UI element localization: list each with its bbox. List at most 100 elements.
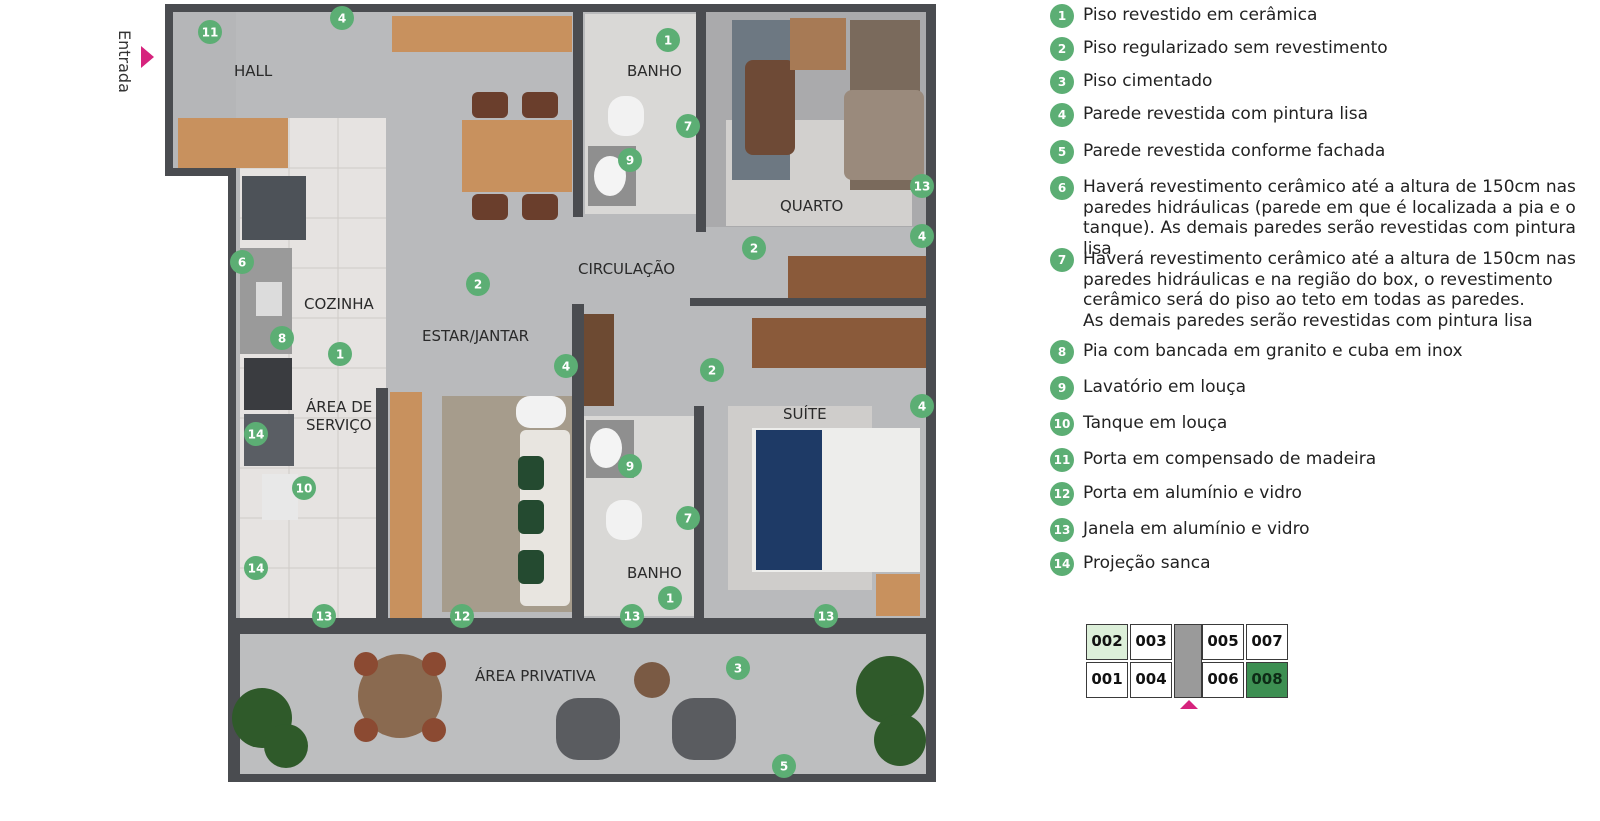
banho-1-wall-right: [696, 12, 706, 232]
quarto-desk: [790, 18, 846, 70]
room-label-circulacao: CIRCULAÇÃO: [578, 259, 675, 278]
svg-text:4: 4: [918, 230, 926, 244]
toilet-1: [608, 96, 644, 136]
legend-text: Haverá revestimento cerâmico até a altur…: [1083, 177, 1576, 259]
plan-marker: 13: [814, 604, 838, 628]
legend-number: 2: [1050, 37, 1074, 61]
svg-text:7: 7: [684, 512, 692, 526]
room-label-quarto: QUARTO: [780, 197, 843, 215]
dining-chairs: [472, 92, 558, 220]
plan-marker: 1: [328, 342, 352, 366]
svg-text:7: 7: [684, 120, 692, 134]
legend-number: 7: [1050, 248, 1074, 272]
legend-text: Piso cimentado: [1083, 71, 1213, 91]
svg-text:10: 10: [296, 482, 313, 496]
svg-text:9: 9: [626, 154, 634, 168]
svg-text:1: 1: [664, 34, 672, 48]
wardrobe-2: [752, 318, 926, 368]
legend-text: Janela em alumínio e vidro: [1083, 519, 1310, 539]
legend-number: 14: [1050, 552, 1074, 576]
room-label-estar-jantar: ESTAR/JANTAR: [422, 327, 529, 345]
key-plan-unit: 007: [1246, 624, 1288, 660]
outdoor-chairs: [354, 652, 446, 742]
plan-marker: 9: [618, 454, 642, 478]
banho-2-wall-left: [572, 304, 584, 632]
sofa-cushions: [518, 456, 544, 584]
key-plan-unit: 001: [1086, 662, 1128, 698]
room-label-area-servico-1: ÁREA DE: [306, 397, 372, 416]
cooktop: [244, 358, 292, 410]
svg-text:3: 3: [734, 662, 742, 676]
svg-text:2: 2: [474, 278, 482, 292]
plan-marker: 7: [676, 114, 700, 138]
plan-marker: 10: [292, 476, 316, 500]
legend-number: 1: [1050, 4, 1074, 28]
legend-text: Haverá revestimento cerâmico até a altur…: [1083, 249, 1576, 331]
privativa-divider-wall: [236, 618, 926, 632]
plants: [232, 656, 926, 768]
legend-number: 5: [1050, 140, 1074, 164]
legend-text: Piso regularizado sem revestimento: [1083, 38, 1388, 58]
legend-number: 12: [1050, 482, 1074, 506]
legend-text: Porta em compensado de madeira: [1083, 449, 1377, 469]
svg-text:1: 1: [336, 348, 344, 362]
legend-text: Piso revestido em cerâmica: [1083, 5, 1318, 25]
plan-marker: 13: [312, 604, 336, 628]
room-label-area-servico-2: SERVIÇO: [306, 416, 372, 434]
basin-1: [594, 156, 626, 196]
basin-2: [590, 428, 622, 468]
laundry-tank: [262, 474, 298, 520]
legend-number: 8: [1050, 340, 1074, 364]
svg-text:4: 4: [338, 12, 346, 26]
plan-marker: 9: [618, 148, 642, 172]
legend-number: 6: [1050, 176, 1074, 200]
plan-marker: 2: [742, 236, 766, 260]
plan-marker: 7: [676, 506, 700, 530]
suite-bed-blanket: [756, 430, 822, 570]
room-label-banho-2: BANHO: [627, 564, 682, 582]
plan-marker: 4: [554, 354, 578, 378]
entry-arrow: [141, 46, 154, 68]
plan-marker: 13: [910, 174, 934, 198]
svg-text:4: 4: [918, 400, 926, 414]
plan-marker: 8: [270, 326, 294, 350]
legend-number: 13: [1050, 518, 1074, 542]
toilet-2: [606, 500, 642, 540]
svg-text:9: 9: [626, 460, 634, 474]
plan-marker: 11: [198, 20, 222, 44]
legend-text: Parede revestida com pintura lisa: [1083, 104, 1369, 124]
bed-2-throw: [844, 90, 924, 180]
suite-nightstand: [876, 574, 920, 616]
entry-label: Entrada: [115, 30, 134, 93]
legend-text: Lavatório em louça: [1083, 377, 1247, 397]
room-label-hall: HALL: [234, 62, 273, 80]
svg-text:11: 11: [202, 26, 219, 40]
plan-marker: 2: [700, 358, 724, 382]
svg-text:12: 12: [454, 610, 471, 624]
room-label-banho-1: BANHO: [627, 62, 682, 80]
key-plan-unit: 002: [1086, 624, 1128, 660]
corridor-divider-wall: [690, 298, 926, 306]
legend-text: Parede revestida conforme fachada: [1083, 141, 1386, 161]
room-labels: HALL BANHO QUARTO CIRCULAÇÃO COZINHA EST…: [234, 62, 843, 685]
floor-plan: Entrada HALL BANHO QUARTO CIRCULAÇÃO COZ…: [115, 4, 936, 782]
key-plan-unit: 006: [1202, 662, 1244, 698]
side-table: [516, 396, 566, 428]
svg-text:1: 1: [666, 592, 674, 606]
plan-marker: 13: [620, 604, 644, 628]
svg-text:13: 13: [316, 610, 333, 624]
plan-marker: 4: [910, 224, 934, 248]
armchair-2: [672, 698, 736, 760]
outdoor-table: [358, 654, 442, 738]
kitchen-living-wall: [376, 388, 388, 632]
hall-cabinet: [178, 118, 288, 168]
svg-text:8: 8: [278, 332, 286, 346]
key-plan-unit: 004: [1130, 662, 1172, 698]
bed-1-throw: [745, 60, 795, 155]
legend-number: 9: [1050, 376, 1074, 400]
wardrobe-1: [788, 256, 926, 306]
plan-marker: 14: [244, 556, 268, 580]
legend-text: Pia com bancada em granito e cuba em ino…: [1083, 341, 1463, 361]
svg-text:13: 13: [818, 610, 835, 624]
legend-text: Porta em alumínio e vidro: [1083, 483, 1302, 503]
